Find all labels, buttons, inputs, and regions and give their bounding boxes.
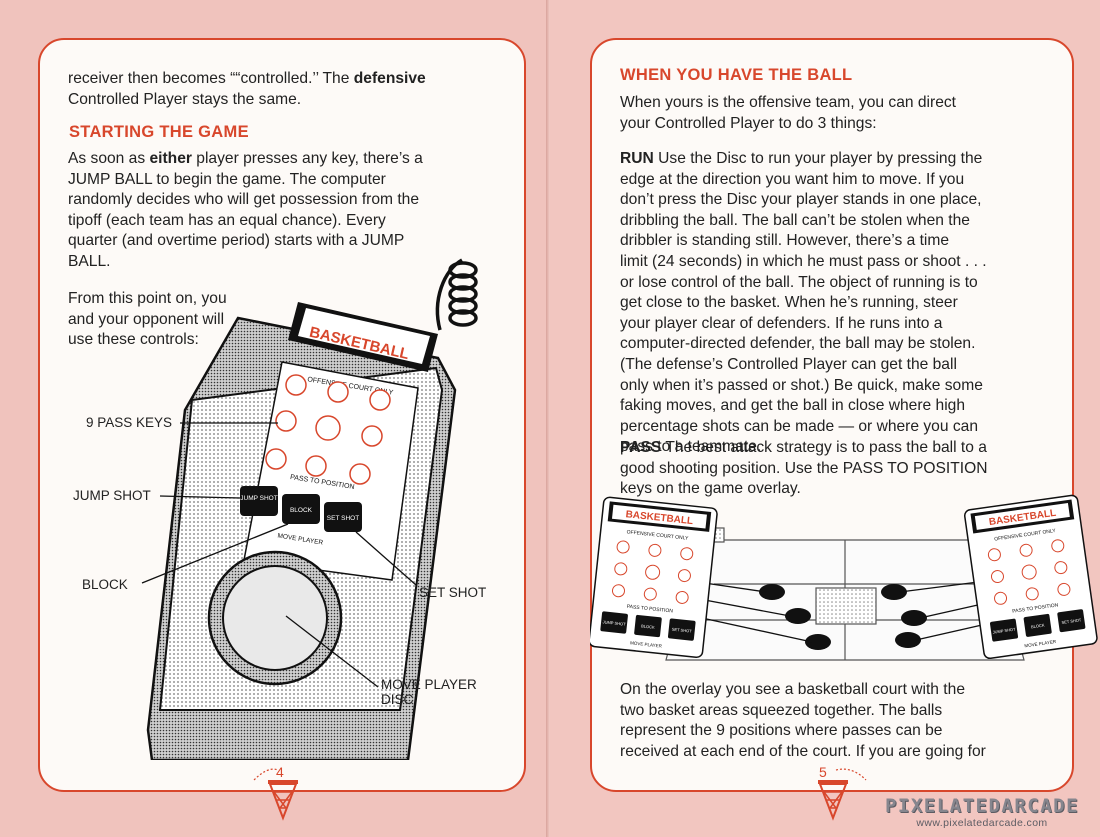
run-term: RUN <box>620 150 654 167</box>
right-overlay-set-key: SET SHOT <box>1061 617 1082 625</box>
start-line-6: BALL. <box>68 252 111 270</box>
jump-shot-key-label: JUMP SHOT <box>240 495 277 502</box>
right-overlay-block-key: BLOCK <box>1031 622 1045 629</box>
start-emphasis: either <box>149 150 192 167</box>
run-line-10: computer-directed defender, the ball may… <box>620 335 976 353</box>
overlay-line-4: received at each end of the court. If yo… <box>620 742 986 760</box>
overlay-paragraph: On the overlay you see a basketball cour… <box>620 680 986 762</box>
pass-line-1: The best attack strategy is to pass the … <box>661 439 987 456</box>
run-line-8: get close to the basket. When he’s runni… <box>620 294 958 312</box>
page-number-5: 5 <box>819 764 827 780</box>
run-line-1: Use the Disc to run your player by press… <box>653 150 983 167</box>
left-overlay-pass-label: PASS TO POSITION <box>626 604 673 615</box>
left-overlay-jump-key: JUMP SHOT <box>602 619 626 626</box>
move-disc <box>207 550 343 686</box>
run-line-5: dribbler is standing still. However, the… <box>620 232 950 250</box>
jump-shot-callout: JUMP SHOT <box>73 488 151 503</box>
set-shot-callout: SET SHOT <box>419 585 487 600</box>
court-overlay-illustration: BASKETBALL OFFENSIVE COURT ONLY PASS TO … <box>590 494 1098 661</box>
overlay-line-3: represent the 9 positions where passes c… <box>620 722 943 740</box>
offense-intro-line-1: When yours is the offensive team, you ca… <box>620 94 957 111</box>
controls-line-3: use these controls: <box>68 331 199 349</box>
start-line-1a: As soon as <box>68 150 150 167</box>
pass-term: PASS <box>620 439 662 456</box>
run-line-12: only when it’s passed or shot.) Be quick… <box>620 376 983 394</box>
start-line-1c: player presses any key, there’s a <box>191 150 423 167</box>
start-line-4: tipoff (each team has an equal chance). … <box>68 211 386 229</box>
basketball-hoop-icon <box>253 768 298 821</box>
left-overlay-set-key: SET SHOT <box>672 627 693 634</box>
overlay-line-2: two basket areas squeezed together. The … <box>620 701 943 719</box>
run-line-15: pass to a teammate. <box>620 438 762 456</box>
run-line-4: dribbling the ball. The ball can’t be st… <box>620 211 970 229</box>
run-line-14: percentage shots can be made — or where … <box>620 417 979 435</box>
move-player-callout-line-2: DISC <box>381 692 414 707</box>
run-paragraph: RUN Use the Disc to run your player by p… <box>620 149 987 458</box>
right-overlay-card: BASKETBALL OFFENSIVE COURT ONLY PASS TO … <box>963 494 1098 660</box>
intro-line-1: receiver then becomes ““controlled.’’ Th… <box>68 70 354 87</box>
intro-paragraph: receiver then becomes ““controlled.’’ Th… <box>68 69 426 110</box>
offense-intro-paragraph: When yours is the offensive team, you ca… <box>620 93 956 134</box>
set-shot-key-label: SET SHOT <box>327 515 359 522</box>
right-overlay-jump-key: JUMP SHOT <box>992 626 1016 634</box>
left-overlay-move-label: MOVE PLAYER <box>630 640 663 648</box>
watermark-brand: PIXELATEDARCADE <box>884 795 1080 817</box>
run-line-7: or lose control of the ball. The object … <box>620 273 978 291</box>
callout-leader-lines <box>141 422 417 688</box>
start-line-3: randomly decides who will get possession… <box>68 191 420 209</box>
offense-intro-line-2: your Controlled Player to do 3 things: <box>620 114 877 132</box>
starting-paragraph: As soon as either player presses any key… <box>68 149 423 273</box>
shot-keys <box>240 486 362 532</box>
basketball-hoop-icon <box>818 768 867 821</box>
watermark-url: www.pixelatedarcade.com <box>916 817 1048 829</box>
start-line-5: quarter (and overtime period) starts wit… <box>68 232 405 250</box>
starting-the-game-heading: STARTING THE GAME <box>69 123 249 141</box>
run-line-9: your player clear of defenders. If he ru… <box>620 314 943 332</box>
handheld-illustration: BASKETBALL OFFENSIVE COURT ONLY PASS TO … <box>141 258 478 760</box>
run-line-2: edge at the direction you want him to mo… <box>620 170 965 188</box>
left-page: receiver then becomes ““controlled.’’ Th… <box>38 38 526 821</box>
block-key-label: BLOCK <box>290 507 313 514</box>
right-overlay-move-label: MOVE PLAYER <box>1024 639 1057 648</box>
device-overlay: OFFENSIVE COURT ONLY PASS TO POSITION JU… <box>240 361 419 581</box>
coiled-cord <box>435 258 478 331</box>
left-overlay-block-key: BLOCK <box>641 623 655 629</box>
right-page: WHEN YOU HAVE THE BALL When yours is the… <box>550 0 1100 837</box>
pass-paragraph: PASS The best attack strategy is to pass… <box>620 438 988 500</box>
move-player-callout-line-1: MOVE PLAYER <box>381 677 477 692</box>
right-page-panel <box>590 38 1074 792</box>
run-line-13: faking moves, and get the ball in close … <box>620 397 966 415</box>
when-you-have-the-ball-heading: WHEN YOU HAVE THE BALL <box>620 66 853 84</box>
pass-line-2: good shooting position. Use the PASS TO … <box>620 459 988 477</box>
controls-line-2: and your opponent will <box>68 310 225 328</box>
block-callout: BLOCK <box>82 577 128 592</box>
pass-keys-callout: 9 PASS KEYS <box>86 415 173 430</box>
pass-line-3: keys on the game overlay. <box>620 480 801 498</box>
move-player-callout: MOVE PLAYER DISC <box>381 677 477 707</box>
controls-paragraph: From this point on, you and your opponen… <box>68 289 227 351</box>
start-line-2: JUMP BALL to begin the game. The compute… <box>68 170 386 188</box>
page-number-4: 4 <box>276 764 284 780</box>
court-ball-markers <box>759 584 927 650</box>
left-overlay-card: BASKETBALL OFFENSIVE COURT ONLY PASS TO … <box>590 496 718 659</box>
run-line-11: (The defense’s Controlled Player can get… <box>620 355 957 373</box>
run-line-6: limit (24 seconds) in which he must pass… <box>620 252 987 270</box>
intro-line-2: Controlled Player stays the same. <box>68 90 302 108</box>
overlay-line-1: On the overlay you see a basketball cour… <box>620 681 965 698</box>
controls-line-1: From this point on, you <box>68 290 227 307</box>
site-watermark: PIXELATEDARCADE www.pixelatedarcade.com <box>880 795 1084 829</box>
pass-keys-grid <box>265 374 391 485</box>
run-line-3: don’t press the Disc your player stands … <box>620 191 982 209</box>
intro-emphasis: defensive <box>353 70 426 87</box>
